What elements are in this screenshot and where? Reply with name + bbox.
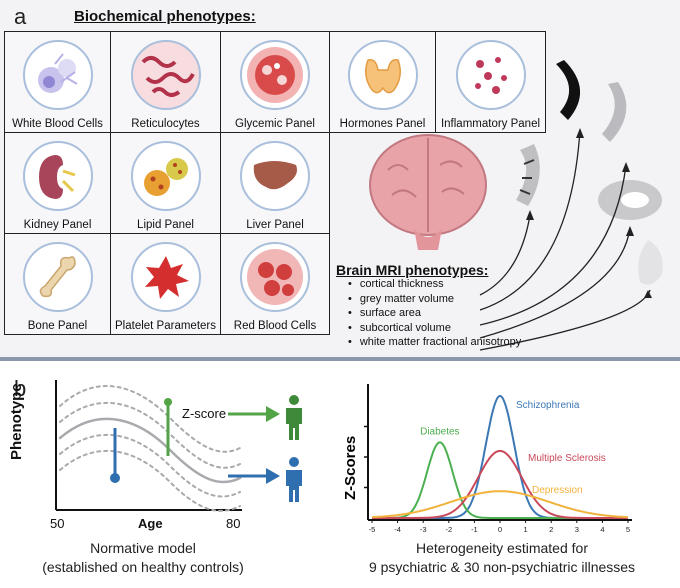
cell-white-blood-cells: White Blood Cells [4,31,111,133]
cell-kidney-panel: Kidney Panel [4,132,111,234]
series-label: Depression [532,485,583,496]
mri-item: subcortical volume [348,321,521,336]
cell-liver-panel: Liver Panel [220,132,330,234]
x-tick-label: -5 [369,525,376,534]
cell-reticulocytes: Reticulocytes [110,31,221,133]
zscore-label: Z-score [182,406,227,421]
mri-list: cortical thickness grey matter volume su… [348,277,521,350]
brain-mri-illustration [369,60,663,351]
cell-label: Red Blood Cells [233,320,317,332]
lipid-icon [130,141,201,211]
mri-slice-icons [516,60,663,285]
panel-b-letter: b [14,376,27,401]
mri-item: surface area [348,306,521,321]
liver-icon [240,141,310,211]
x-tick-label: 3 [575,525,579,534]
inflammatory-icon [455,40,526,110]
age-min-label: 50 [50,516,65,531]
cell-label: Hormones Panel [339,118,426,130]
kidney-icon [22,141,93,211]
series-label: Diabetes [420,426,459,437]
cell-inflammatory-panel: Inflammatory Panel [435,31,546,133]
cell-bone-panel: Bone Panel [4,233,111,335]
normative-model-plot [55,380,242,512]
x-tick-label: 1 [524,525,528,534]
reticulocytes-icon [130,40,201,110]
mri-item: grey matter volume [348,292,521,307]
series-label: Multiple Sclerosis [528,453,606,464]
mri-title: Brain MRI phenotypes: [336,262,489,278]
x-tick-label: 0 [498,525,502,534]
zscore-series [371,394,629,519]
cell-label: Inflammatory Panel [440,118,541,130]
cell-label: Kidney Panel [23,219,92,231]
red-blood-cells-icon [240,242,310,312]
cell-glycemic-panel: Glycemic Panel [220,31,330,133]
panel-separator [0,357,680,361]
cell-hormones-panel: Hormones Panel [329,31,436,133]
normative-caption-line2: (established on healthy controls) [42,559,244,575]
mri-item: white matter fractional anisotropy [348,335,521,350]
x-tick-label: -1 [471,525,478,534]
cell-label: Lipid Panel [137,219,194,231]
white-blood-cells-icon [22,40,93,110]
x-tick-label: -4 [394,525,401,534]
cell-label: Bone Panel [27,320,88,332]
normative-caption-line1: Normative model [90,540,196,556]
series-line-depression [371,490,629,519]
series-label: Schizophrenia [516,400,580,411]
panel-a-letter: a [14,4,27,29]
cell-label: Liver Panel [246,219,304,231]
cell-platelet-parameters: Platelet Parameters [110,233,221,335]
cell-lipid-panel: Lipid Panel [110,132,221,234]
cell-label: Glycemic Panel [235,118,315,130]
x-tick-label: 2 [549,525,553,534]
cell-label: Platelet Parameters [115,320,216,332]
x-tick-label: -2 [445,525,452,534]
person-arrows [228,406,280,484]
bone-icon [22,242,93,312]
heterogeneity-caption-line2: 9 psychiatric & 30 non-psychiatric illne… [368,559,636,575]
zscore-chart: -5 -4 -3 -2 -1 0 1 2 3 4 5 SchizophreniaDiabetesMu… [364,384,632,534]
cell-label: White Blood Cells [12,118,103,130]
cell-red-blood-cells: Red Blood Cells [220,233,330,335]
zscore-ticks: -5 -4 -3 -2 -1 0 1 2 3 4 5 [369,520,630,534]
patient-person-icon [286,457,302,502]
age-axis-label: Age [138,516,163,531]
biochemical-title: Biochemical phenotypes: [74,8,256,25]
zscore-axis-label: Z-Scores [342,435,359,500]
heterogeneity-caption-line1: Heterogeneity estimated for [416,540,588,556]
glycemic-icon [240,40,310,110]
x-tick-label: 4 [600,525,604,534]
age-max-label: 80 [226,516,241,531]
hormones-icon [347,40,418,110]
phenotype-axis-label: Phenotype [8,383,25,460]
mri-item: cortical thickness [348,277,521,292]
brain-icon [369,134,487,250]
cell-label: Reticulocytes [131,118,200,130]
healthy-person-icon [286,395,302,440]
platelet-icon [130,242,201,312]
x-tick-label: -3 [420,525,427,534]
series-line-multiple-sclerosis [372,449,628,519]
x-tick-label: 5 [626,525,630,534]
